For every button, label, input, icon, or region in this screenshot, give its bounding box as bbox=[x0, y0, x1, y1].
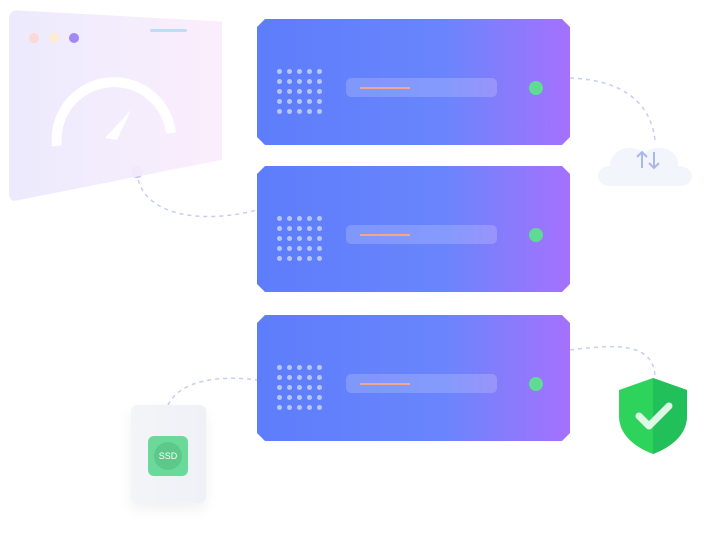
server-unit-2 bbox=[257, 166, 570, 292]
status-led bbox=[529, 228, 543, 242]
server-unit-3 bbox=[257, 315, 570, 441]
vent-dots bbox=[277, 216, 322, 261]
drive-slot bbox=[346, 374, 497, 393]
speedometer-icon bbox=[51, 77, 176, 147]
ssd-label: SSD bbox=[154, 442, 182, 470]
window-dot-red bbox=[29, 33, 39, 43]
window-dot-purple bbox=[69, 33, 79, 43]
security-shield-icon bbox=[619, 378, 687, 454]
drive-slot bbox=[346, 78, 497, 97]
server-unit-1 bbox=[257, 19, 570, 145]
window-dot-yellow bbox=[49, 33, 59, 43]
cloud-sync-icon bbox=[598, 147, 692, 186]
status-led bbox=[529, 81, 543, 95]
ssd-drive: SSD bbox=[131, 405, 206, 503]
status-led bbox=[529, 377, 543, 391]
vent-dots bbox=[277, 69, 322, 114]
window-title-bar bbox=[150, 29, 187, 32]
ssd-chip: SSD bbox=[148, 436, 188, 476]
drive-slot bbox=[346, 225, 497, 244]
vent-dots bbox=[277, 365, 322, 410]
